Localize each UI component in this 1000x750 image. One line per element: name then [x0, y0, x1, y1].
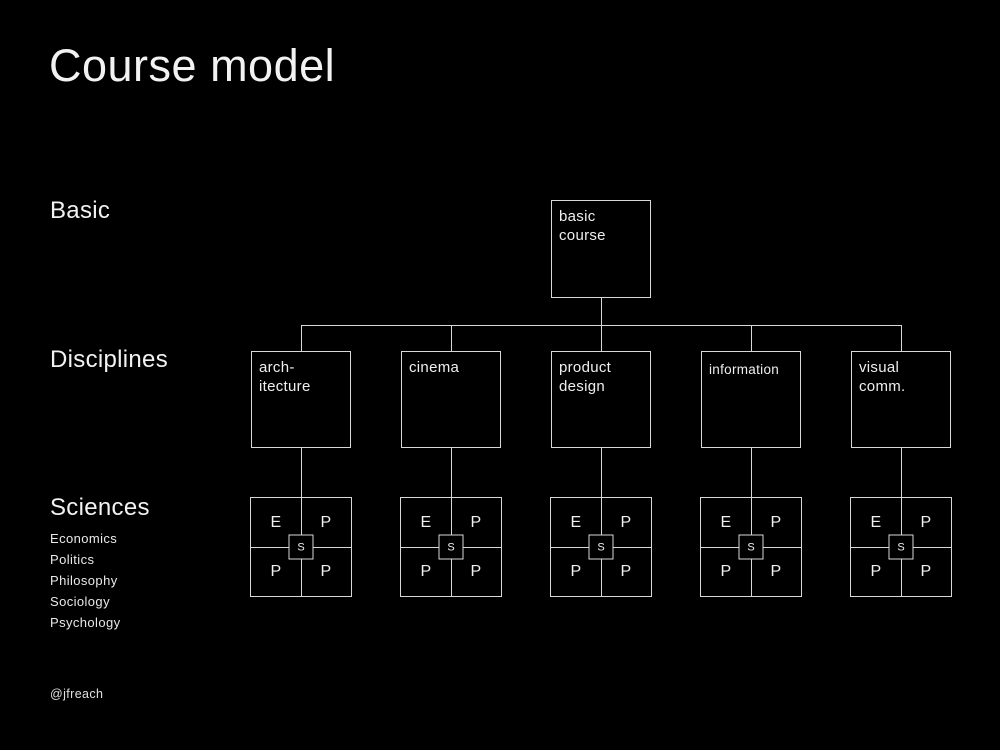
connector-drop-cinema — [451, 325, 452, 351]
node-cinema: cinema — [401, 351, 501, 448]
science-list-item-politics: Politics — [50, 552, 95, 567]
grid-cell-philosophy: P — [570, 562, 582, 580]
node-product-design-label: product design — [559, 359, 612, 395]
grid-cell-psychology: P — [470, 562, 482, 580]
node-cinema-label: cinema — [409, 359, 460, 376]
grid-cell-psychology: P — [620, 562, 632, 580]
node-information: information — [701, 351, 801, 448]
node-visual-comm: visual comm. — [851, 351, 951, 448]
grid-cell-psychology: P — [920, 562, 932, 580]
grid-center-sociology: S — [888, 534, 914, 560]
science-grid-visual-comm: E P P P S — [850, 497, 952, 597]
node-visual-comm-label: visual comm. — [859, 359, 906, 395]
grid-cell-economics: E — [570, 513, 582, 531]
science-grid-cinema: E P P P S — [400, 497, 502, 597]
connector-drop-architecture — [301, 325, 302, 351]
page-title: Course model — [49, 40, 336, 91]
grid-center-sociology: S — [588, 534, 614, 560]
node-architecture-label: arch- itecture — [259, 359, 311, 395]
connector-architecture-sciences — [301, 447, 302, 497]
grid-cell-philosophy: P — [720, 562, 732, 580]
connector-drop-product-design — [601, 325, 602, 351]
grid-cell-philosophy: P — [870, 562, 882, 580]
grid-cell-psychology: P — [320, 562, 332, 580]
node-information-label: information — [709, 362, 780, 377]
grid-center-sociology: S — [738, 534, 764, 560]
author-handle: @jfreach — [50, 687, 104, 701]
connector-drop-visual-comm — [901, 325, 902, 351]
grid-cell-economics: E — [270, 513, 282, 531]
grid-center-sociology: S — [288, 534, 314, 560]
grid-cell-politics: P — [320, 513, 332, 531]
connector-information-sciences — [751, 447, 752, 497]
row-label-disciplines: Disciplines — [50, 346, 169, 373]
grid-cell-politics: P — [470, 513, 482, 531]
connector-drop-information — [751, 325, 752, 351]
grid-cell-economics: E — [870, 513, 882, 531]
grid-cell-economics: E — [720, 513, 732, 531]
connector-root — [601, 297, 602, 325]
grid-cell-politics: P — [770, 513, 782, 531]
node-product-design: product design — [551, 351, 651, 448]
grid-cell-philosophy: P — [270, 562, 282, 580]
grid-cell-economics: E — [420, 513, 432, 531]
connector-cinema-sciences — [451, 447, 452, 497]
node-basic-course: basic course — [551, 200, 651, 298]
science-grid-product-design: E P P P S — [550, 497, 652, 597]
row-label-basic: Basic — [50, 197, 111, 224]
connector-visual-comm-sciences — [901, 447, 902, 497]
grid-center-sociology: S — [438, 534, 464, 560]
node-architecture: arch- itecture — [251, 351, 351, 448]
sciences-list: Economics Politics Philosophy Sociology … — [50, 528, 120, 633]
science-grid-architecture: E P P P S — [250, 497, 352, 597]
science-list-item-philosophy: Philosophy — [50, 573, 118, 588]
node-basic-course-label: basic course — [559, 208, 606, 244]
row-label-sciences: Sciences — [50, 494, 150, 521]
grid-cell-philosophy: P — [420, 562, 432, 580]
science-list-item-economics: Economics — [50, 531, 118, 546]
connector-product-design-sciences — [601, 447, 602, 497]
grid-cell-politics: P — [920, 513, 932, 531]
grid-cell-psychology: P — [770, 562, 782, 580]
science-list-item-psychology: Psychology — [50, 615, 121, 630]
science-list-item-sociology: Sociology — [50, 594, 110, 609]
grid-cell-politics: P — [620, 513, 632, 531]
science-grid-information: E P P P S — [700, 497, 802, 597]
